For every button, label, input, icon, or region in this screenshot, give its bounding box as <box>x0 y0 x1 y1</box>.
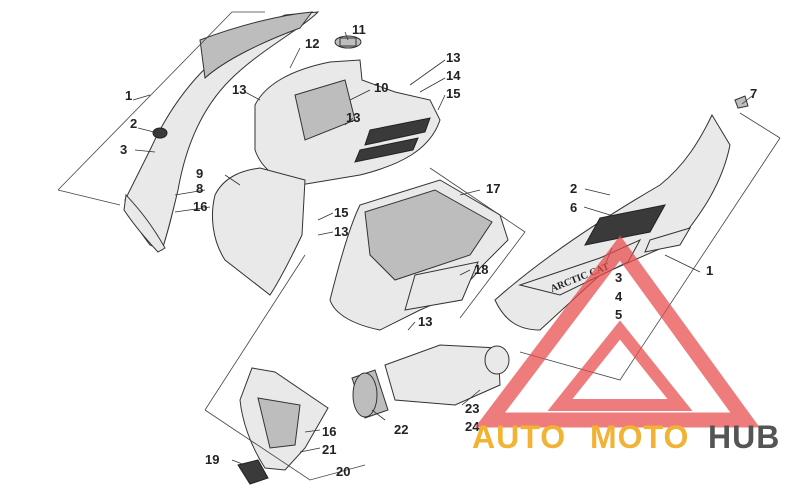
air-intake <box>351 344 510 419</box>
callout-20: 20 <box>336 464 350 479</box>
callout-15-mid: 15 <box>334 205 348 220</box>
callout-19: 19 <box>205 452 219 467</box>
hood-assembly <box>211 35 441 296</box>
storage-tray <box>329 179 509 331</box>
callout-18: 18 <box>474 262 488 277</box>
left-side-panel <box>123 11 320 253</box>
callout-13-top: 13 <box>446 50 460 65</box>
callout-3-left: 2 <box>130 116 137 131</box>
watermark-hub: HUB <box>708 419 780 455</box>
callout-16-grille: 16 <box>322 424 336 439</box>
callout-22: 22 <box>394 422 408 437</box>
callout-8: 8 <box>196 181 203 196</box>
watermark: AUTO MOTO HUB <box>472 235 780 455</box>
callout-11: 11 <box>352 22 366 37</box>
callout-13-hood: 13 <box>232 82 246 97</box>
callout-1-left: 1 <box>125 88 132 103</box>
callout-14: 14 <box>446 68 461 83</box>
callout-21: 21 <box>322 442 336 457</box>
callout-16-left: 16 <box>193 199 207 214</box>
watermark-triangle-outer <box>474 235 760 428</box>
callout-13-bottom: 13 <box>418 314 432 329</box>
callout-4: 4 <box>615 289 623 304</box>
watermark-auto: AUTO <box>472 419 566 455</box>
callouts: 1 2 3 8 16 9 13 12 11 13 14 15 10 13 15 … <box>120 22 757 479</box>
callout-2-left: 3 <box>120 142 127 157</box>
front-grille <box>237 367 329 485</box>
callout-13-tray: 13 <box>334 224 348 239</box>
callout-9: 9 <box>196 166 203 181</box>
callout-13-mid: 13 <box>346 110 360 125</box>
watermark-moto: MOTO <box>590 419 689 455</box>
callout-17: 17 <box>486 181 500 196</box>
callout-23: 23 <box>465 401 479 416</box>
callout-7: 7 <box>750 86 757 101</box>
callout-2-right: 2 <box>570 181 577 196</box>
callout-6: 6 <box>570 200 577 215</box>
callout-5: 5 <box>615 307 622 322</box>
callout-12: 12 <box>305 36 319 51</box>
callout-10: 10 <box>374 80 388 95</box>
callout-24: 24 <box>465 419 480 434</box>
callout-1-right: 1 <box>706 263 713 278</box>
watermark-triangle-inner <box>547 320 693 411</box>
callout-3-right: 3 <box>615 270 622 285</box>
callout-15-top: 15 <box>446 86 460 101</box>
